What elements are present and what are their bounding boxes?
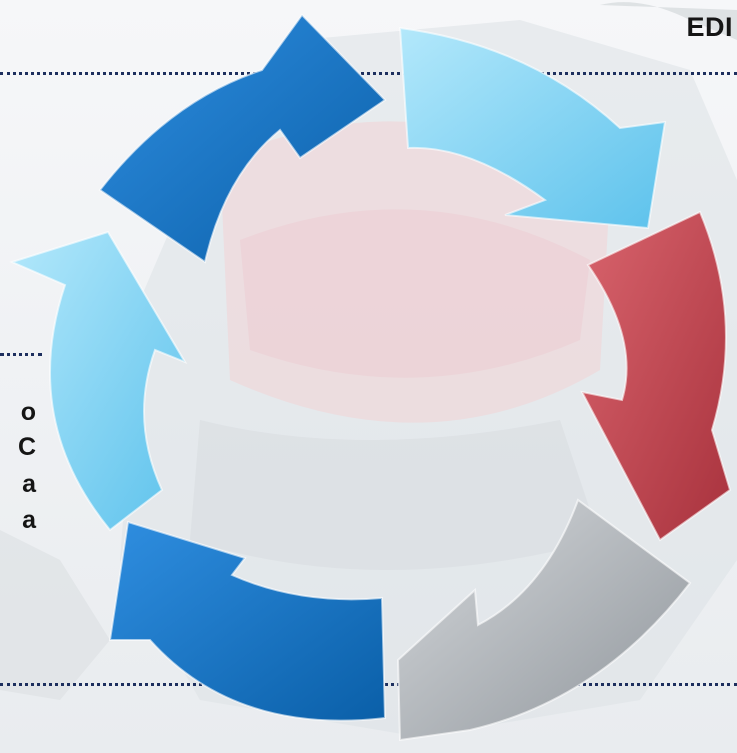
left-text-fragment: a xyxy=(22,506,36,534)
middle-dotted-divider xyxy=(0,353,42,356)
upper-right-arrow xyxy=(398,26,667,230)
left-text-fragment: o xyxy=(20,398,36,426)
left-arrow xyxy=(9,230,188,532)
bottom-left-arrow xyxy=(108,520,387,722)
right-arrow xyxy=(580,210,732,542)
page-title: EDI xyxy=(686,12,733,42)
top-dotted-divider xyxy=(0,72,737,75)
top-arrow xyxy=(98,13,387,264)
left-text-fragment: C xyxy=(17,433,36,461)
lower-right-arrow xyxy=(396,498,692,742)
left-text-fragment: a xyxy=(22,470,36,498)
